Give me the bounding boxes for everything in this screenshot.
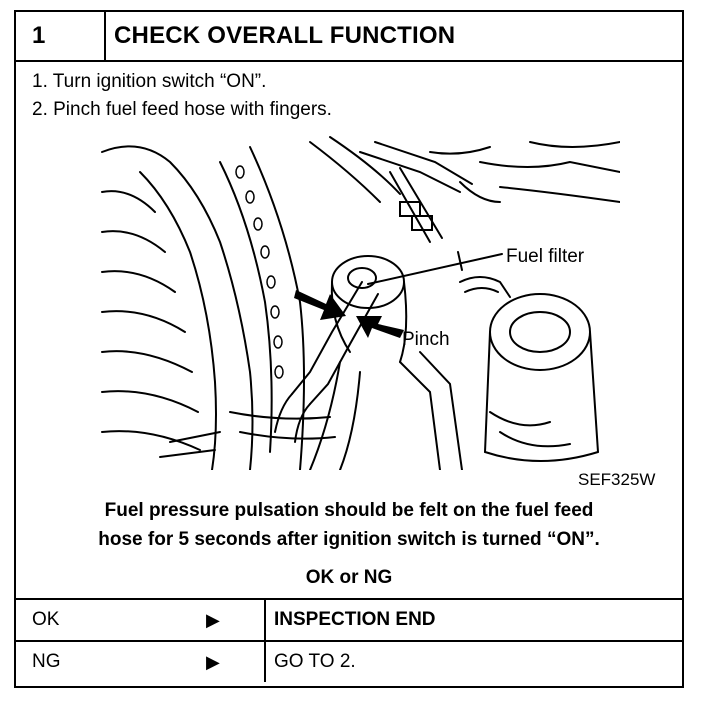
expected-result: Fuel pressure pulsation should be felt o… (16, 496, 682, 554)
instruction-step-2: 2. Pinch fuel feed hose with fingers. (32, 99, 332, 120)
procedure-box: 1 CHECK OVERALL FUNCTION 1. Turn ignitio… (14, 10, 684, 688)
step-title: CHECK OVERALL FUNCTION (114, 22, 456, 49)
pinch-arrow-upper (294, 290, 346, 320)
figure-code: SEF325W (578, 470, 656, 489)
instruction-list: 1. Turn ignition switch “ON”. 2. Pinch f… (32, 68, 332, 124)
expected-result-line-2: hose for 5 seconds after ignition switch… (98, 529, 600, 550)
fuel-filter-label: Fuel filter (506, 246, 585, 267)
instruction-step-1: 1. Turn ignition switch “ON”. (32, 71, 267, 92)
outcome-action: INSPECTION END (274, 609, 436, 630)
outcome-action: GO TO 2. (274, 651, 356, 672)
ok-or-ng-prompt: OK or NG (305, 567, 393, 588)
outcome-label: NG (32, 651, 61, 672)
step-number: 1 (16, 12, 106, 60)
column-divider (264, 600, 266, 640)
column-divider (264, 642, 266, 682)
outcome-row-ok: OK ▶ INSPECTION END (16, 598, 682, 640)
engine-bay-illustration: Fuel filter Pinch (101, 136, 620, 470)
fuel-filter-body (489, 293, 591, 371)
pinch-label: Pinch (402, 329, 450, 350)
air-duct (101, 145, 254, 470)
arrow-right-icon: ▶ (206, 610, 220, 630)
expected-result-line-1: Fuel pressure pulsation should be felt o… (104, 500, 594, 521)
fuel-feed-hose (291, 281, 363, 395)
pinch-arrow-lower (356, 316, 404, 338)
outcome-label: OK (32, 609, 60, 630)
outcome-row-ng: NG ▶ GO TO 2. (16, 640, 682, 682)
step-header: 1 CHECK OVERALL FUNCTION (16, 12, 682, 62)
arrow-right-icon: ▶ (206, 652, 220, 672)
